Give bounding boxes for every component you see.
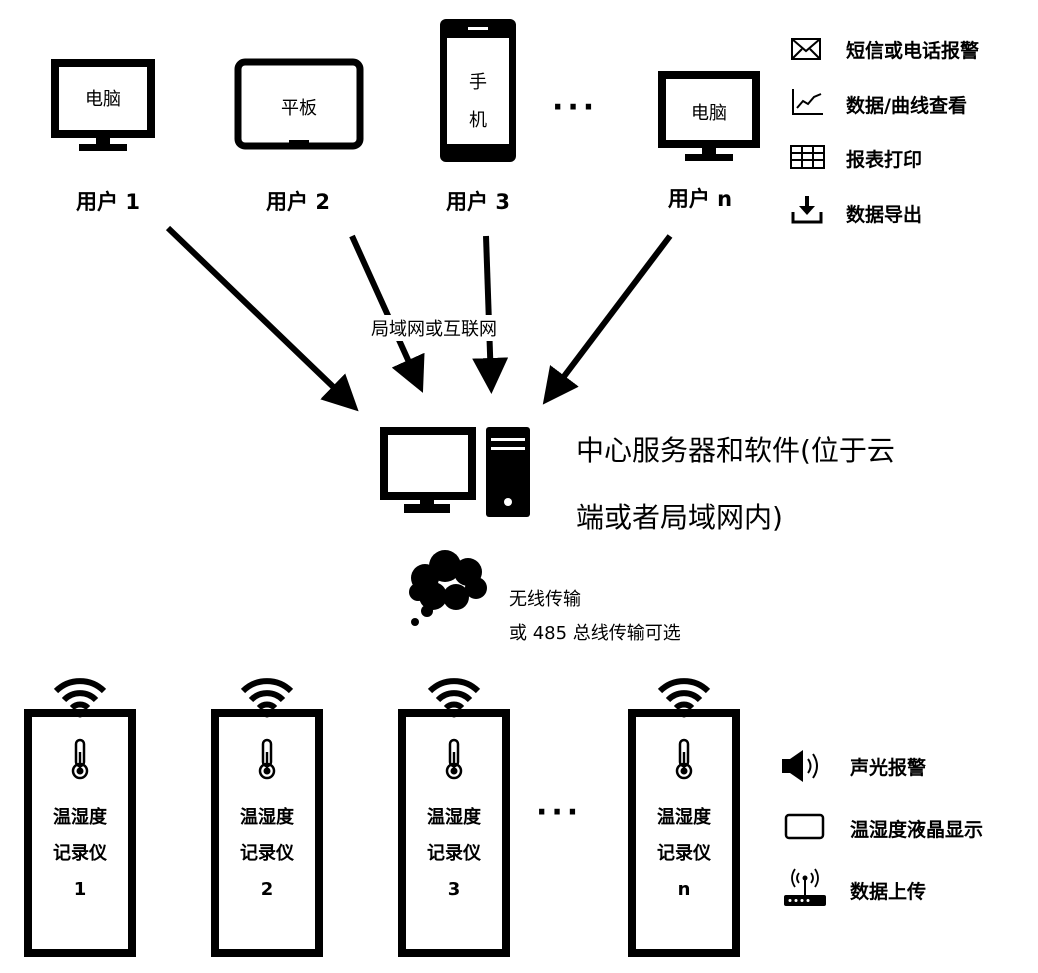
device-label-user3: 手 机	[452, 64, 504, 140]
device-label-user2: 平板	[281, 98, 317, 119]
wifi-icon-2	[240, 678, 294, 718]
device-label-user3-line1: 手	[469, 72, 487, 93]
download-icon	[791, 196, 823, 224]
recorder-2-line1: 温湿度	[240, 807, 294, 828]
recorder-1-line2: 记录仪	[53, 843, 107, 864]
arrow-user1	[165, 225, 359, 412]
recorder-1-line1: 温湿度	[53, 807, 107, 828]
feature-label-sound-light-alarm: 声光报警	[850, 757, 927, 779]
feature-label-sms-alarm: 短信或电话报警	[846, 40, 980, 62]
recorder-2-line2: 记录仪	[240, 843, 294, 864]
router-icon	[784, 868, 826, 906]
device-label-user1: 电脑	[85, 89, 121, 110]
feature-label-lcd-display: 温湿度液晶显示	[850, 819, 984, 841]
feature-label-data-view: 数据/曲线查看	[846, 95, 967, 117]
recorder-1-index: 1	[73, 879, 87, 900]
recorder-3-line1: 温湿度	[427, 807, 481, 828]
cloud-icon	[409, 550, 487, 626]
feature-label-data-upload: 数据上传	[850, 881, 927, 903]
feature-label-data-export: 数据导出	[846, 204, 923, 226]
user-label-1: 用户 1	[76, 190, 140, 214]
line-chart-icon	[792, 89, 823, 115]
user-label-n: 用户 n	[667, 187, 733, 211]
thermometer-icon-n	[675, 738, 693, 780]
table-grid-icon	[790, 145, 825, 169]
thermometer-icon-2	[258, 738, 276, 780]
users-ellipsis: ···	[552, 90, 599, 125]
server-label-line1: 中心服务器和软件(位于云	[576, 434, 895, 467]
speaker-icon	[782, 750, 818, 782]
thermometer-icon-3	[445, 738, 463, 780]
arrow-user2	[349, 234, 425, 393]
recorder-1: 温湿度 记录仪 1	[36, 800, 124, 908]
user-label-2: 用户 2	[266, 190, 330, 214]
device-label-usern: 电脑	[691, 103, 727, 124]
wifi-icon-1	[53, 678, 107, 718]
feature-label-report-print: 报表打印	[846, 149, 923, 171]
recorder-2: 温湿度 记录仪 2	[223, 800, 311, 908]
tablet-icon-user2	[234, 58, 364, 150]
device-label-user3-line2: 机	[469, 110, 487, 131]
server-label-line2: 端或者局域网内)	[576, 501, 783, 534]
network-label: 局域网或互联网	[369, 315, 499, 341]
recorder-n-line2: 记录仪	[657, 843, 711, 864]
arrow-user3	[472, 235, 509, 394]
server-icon	[380, 427, 530, 517]
monitor-icon-usern	[658, 71, 760, 161]
arrow-usern	[542, 234, 673, 405]
monitor-icon-user1	[51, 59, 155, 151]
recorder-n-line1: 温湿度	[657, 807, 711, 828]
transport-label-line2: 或 485 总线传输可选	[509, 623, 681, 644]
thermometer-icon-1	[71, 738, 89, 780]
envelope-icon	[791, 38, 821, 60]
lcd-screen-icon	[784, 813, 825, 840]
recorder-2-index: 2	[260, 879, 274, 900]
wifi-icon-n	[657, 678, 711, 718]
user-label-3: 用户 3	[446, 190, 510, 214]
wifi-icon-3	[427, 678, 481, 718]
recorder-3-index: 3	[447, 879, 461, 900]
recorder-3: 温湿度 记录仪 3	[410, 800, 498, 908]
recorder-3-line2: 记录仪	[427, 843, 481, 864]
recorders-ellipsis: ···	[536, 795, 583, 830]
transport-label-line1: 无线传输	[509, 589, 581, 610]
phone-icon-user3	[440, 19, 516, 162]
recorder-n: 温湿度 记录仪 n	[640, 800, 728, 908]
recorder-n-index: n	[677, 879, 691, 900]
